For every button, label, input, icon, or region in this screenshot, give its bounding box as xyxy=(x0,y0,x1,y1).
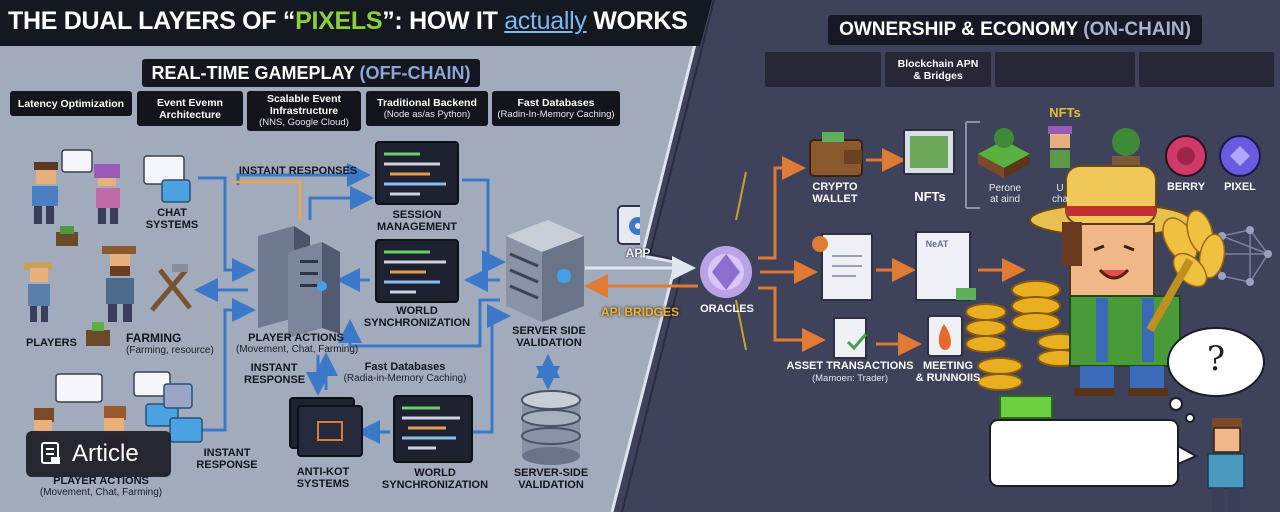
section-heading-offchain: REAL-TIME GAMEPLAY (OFF-CHAIN) xyxy=(142,59,480,87)
label-instant-response-mid: INSTANT RESPONSE xyxy=(244,362,306,386)
player-actions-servers xyxy=(258,226,340,338)
tag-empty-3 xyxy=(1138,51,1275,88)
label-app: APP xyxy=(625,246,651,260)
tag-latency-optimization: Latency Optimization xyxy=(10,91,132,116)
validation-server xyxy=(506,220,584,322)
label-asset-transactions-sub: (Mamoen: Trader) xyxy=(811,373,889,384)
label-asset-transactions: ASSET TRANSACTIONS xyxy=(786,360,914,372)
label-berry: BERRY xyxy=(1166,181,1206,193)
label-fast-databases-sub: (Radia-in-Memory Caching) xyxy=(343,373,467,384)
label-players: PLAYERS xyxy=(26,337,77,349)
small-character xyxy=(1207,418,1245,512)
label-instant-responses: INSTANT RESPONSES xyxy=(238,165,358,177)
label-chat-systems: CHAT SYSTEMS xyxy=(145,207,199,231)
label-u-cha: U cha xyxy=(1051,183,1069,205)
label-fast-databases: Fast Databases xyxy=(364,361,446,373)
player-3-avatar xyxy=(24,262,52,322)
label-player-actions-center-sub: (Movement, Chat, Farming) xyxy=(236,344,359,355)
label-server-side-validation-bottom: SERVER-SIDE VALIDATION xyxy=(513,467,589,491)
oracle-orb xyxy=(700,246,752,298)
pixel-art-left xyxy=(24,141,640,465)
label-api-bridges: API BRIDGES xyxy=(600,305,679,319)
label-nft-doc: NeAT xyxy=(925,239,949,249)
label-farming: FARMING xyxy=(126,331,182,345)
tag-scalable-event-infrastructure: Scalable Event Infrastructure(NNS, Googl… xyxy=(247,91,361,131)
label-anti-kot: ANTI-KOT SYSTEMS xyxy=(296,466,350,490)
label-session-management: SESSION MANAGEMENT xyxy=(376,209,458,233)
label-meeting: MEETING & RUNNOIIS xyxy=(915,360,981,384)
tag-empty-1 xyxy=(764,51,882,88)
label-world-sync-bottom: WORLD SYNCHRONIZATION xyxy=(381,467,489,491)
label-server-side-validation: SERVER SIDE VALIDATION xyxy=(512,325,586,349)
tag-blockchain-apn: Blockchain APN & Bridges xyxy=(884,51,992,88)
label-pixel: PIXEL xyxy=(1224,181,1256,193)
tag-traditional-backend: Traditional Backend(Node as/as Python) xyxy=(366,91,488,126)
label-oracles: ORACLES xyxy=(700,303,754,315)
player-1-avatar xyxy=(32,162,58,224)
label-player-actions-bottom: PLAYER ACTIONS xyxy=(53,475,149,487)
label-nfts-mid: NFTs xyxy=(914,189,946,204)
label-player-actions-bottom-sub: (Movement, Chat, Farming) xyxy=(39,487,163,498)
main-title: THE DUAL LAYERS OF “PIXELS”: HOW IT actu… xyxy=(8,7,688,35)
article-badge[interactable]: Article xyxy=(26,431,171,477)
database-cylinder xyxy=(521,390,581,465)
article-icon xyxy=(41,442,60,464)
label-farming-sub: (Farming, resource) xyxy=(126,345,214,356)
label-instant-response-bottom: INSTANT RESPONSE xyxy=(196,447,258,471)
section-heading-onchain: OWNERSHIP & ECONOMY (ON-CHAIN) xyxy=(828,15,1202,45)
label-nfts-top: NFTs xyxy=(1049,105,1081,120)
farmer-character xyxy=(1029,165,1191,396)
label-player-actions-center: PLAYER ACTIONS xyxy=(248,332,344,344)
label-perone: Perone at aind xyxy=(988,183,1022,205)
tag-event-architecture: Event Evemn Architecture xyxy=(137,91,243,126)
label-crypto-wallet: CRYPTO WALLET xyxy=(812,181,858,205)
tag-empty-2 xyxy=(994,51,1136,88)
article-label: Article xyxy=(72,440,139,467)
label-world-sync-top: WORLD SYNCHRONIZATION xyxy=(363,305,471,329)
tag-fast-databases: Fast Databases(Radin-In-Memory Caching) xyxy=(492,91,620,126)
player-2-avatar xyxy=(94,164,120,224)
farmer-avatar xyxy=(102,246,136,322)
wheat-bundle xyxy=(1146,209,1226,332)
label-question: ? xyxy=(1206,339,1226,379)
